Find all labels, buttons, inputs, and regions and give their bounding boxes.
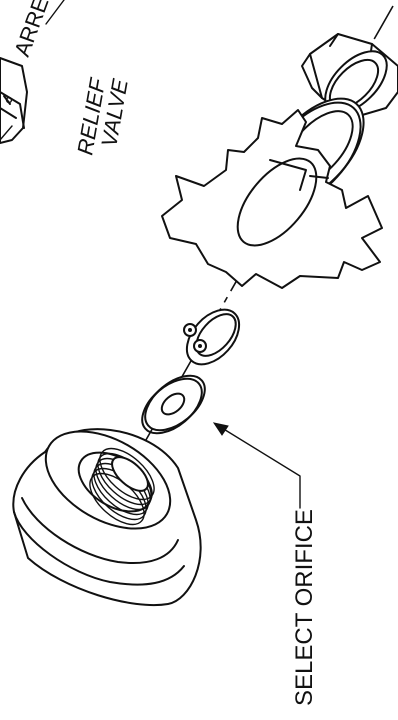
select-orifice-label: SELECT ORIFICE [291,509,318,706]
orifice-washer [141,374,206,435]
snap-ring [183,308,241,366]
arrestor-label: ARRE [9,0,53,60]
relief-valve-body [0,57,28,144]
threaded-fitting-body [12,428,202,606]
arrestor-leader-line [45,0,65,25]
select-orifice-leader [212,422,301,509]
serrated-panel-plate [161,109,383,289]
